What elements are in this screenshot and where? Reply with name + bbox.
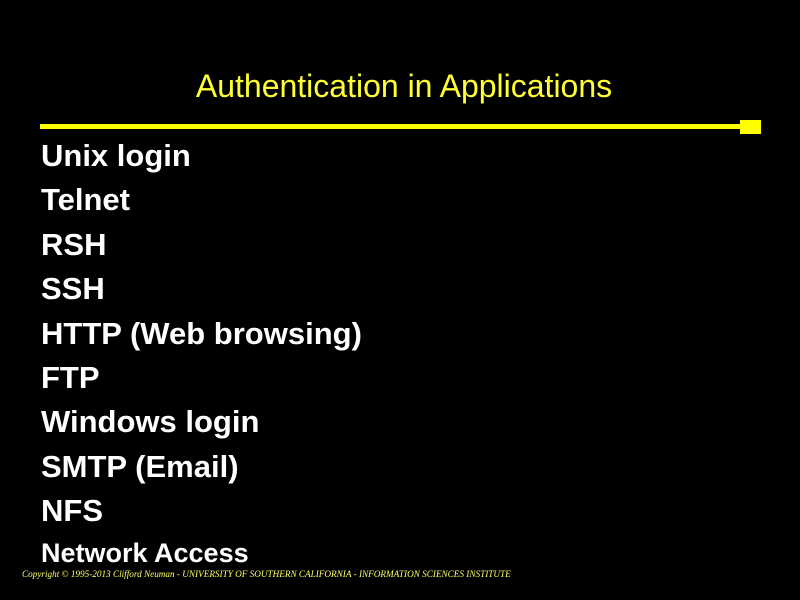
copyright-footer: Copyright © 1995-2013 Clifford Neuman - … [22,569,511,579]
bullet-item-rsh: RSH [41,226,107,262]
title-divider [40,124,742,129]
bullet-item-ssh: SSH [41,271,105,307]
title-divider-end-block [740,120,761,134]
bullet-item-windows-login: Windows login [41,404,260,440]
bullet-item-ftp: FTP [41,359,100,395]
bullet-item-http: HTTP (Web browsing) [41,315,362,351]
bullet-item-network-access: Network Access [41,537,249,568]
bullet-item-nfs: NFS [41,493,103,529]
bullet-list: Unix login Telnet RSH SSH HTTP (Web brow… [41,136,362,570]
bullet-item-telnet: Telnet [41,182,130,218]
bullet-item-smtp: SMTP (Email) [41,448,239,484]
bullet-item-unix-login: Unix login [41,138,191,173]
slide-title: Authentication in Applications [195,68,613,104]
